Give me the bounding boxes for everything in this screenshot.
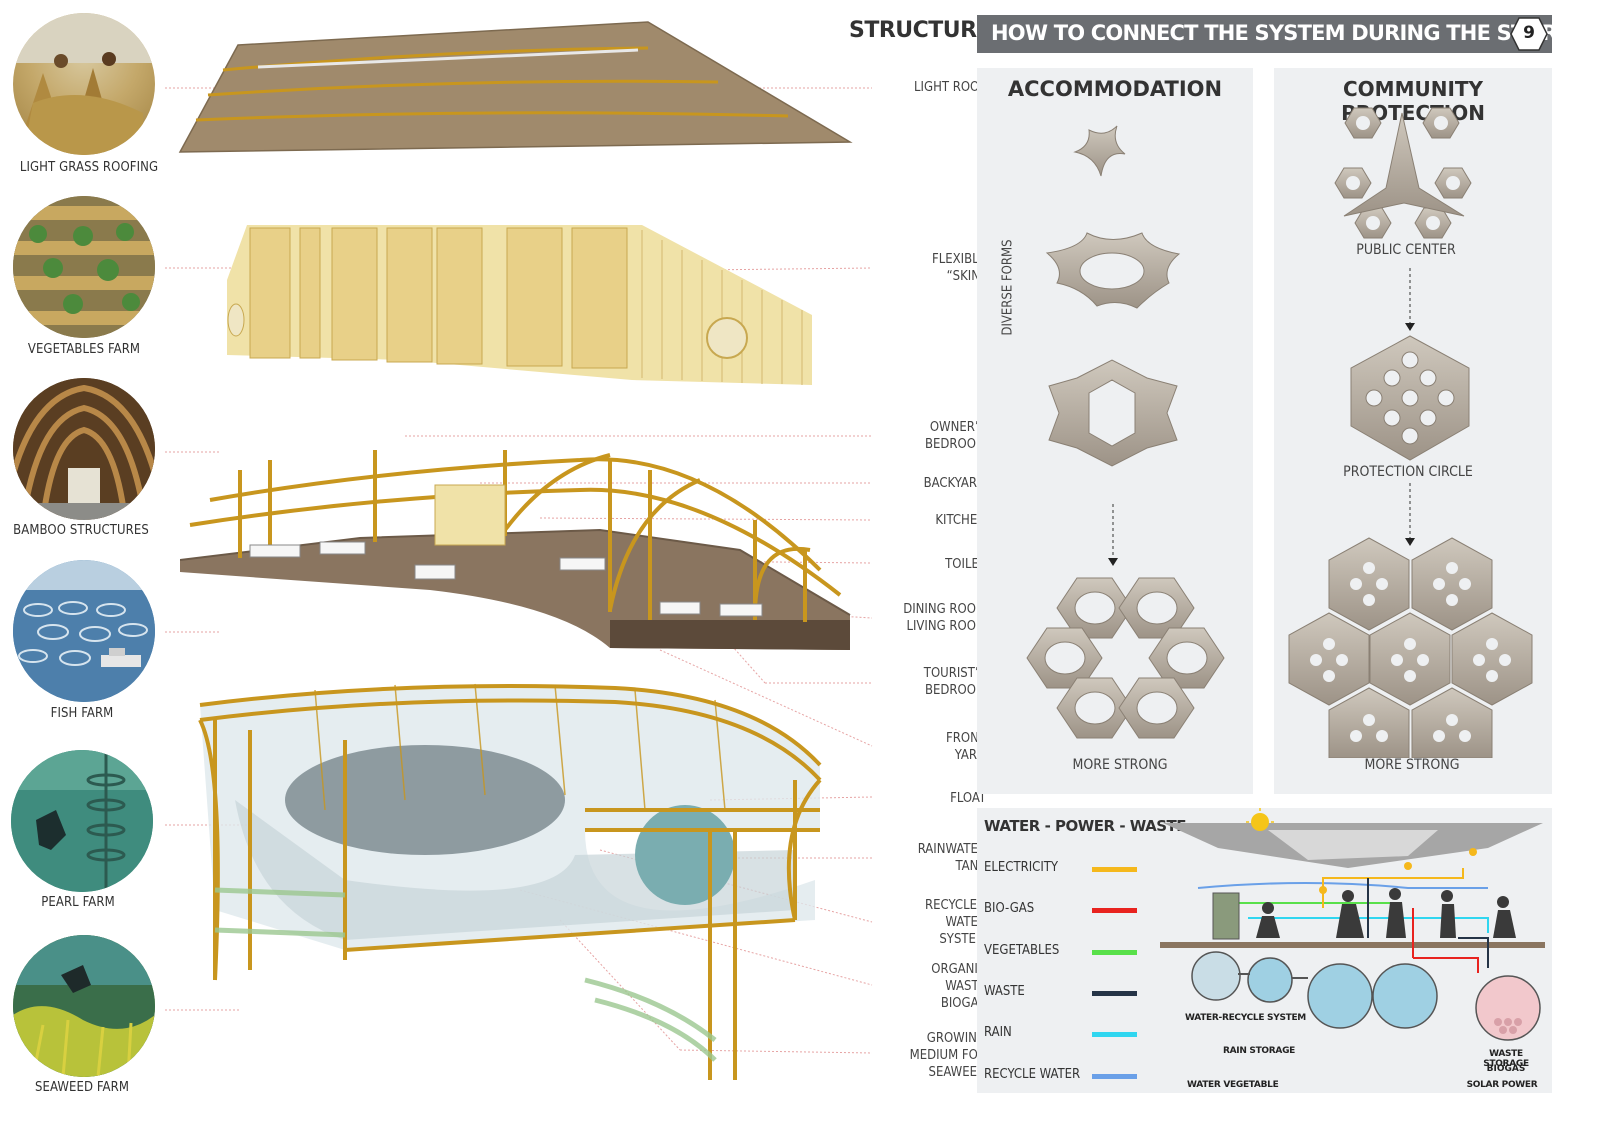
legend-vegetables: VEGETABLES (984, 943, 1154, 963)
label-rainwater-tank: RAINWATER TANK (917, 842, 986, 874)
label-bamboo-structures: BAMBOO STRUCTURES (13, 523, 149, 538)
legend-waste-label: WASTE (984, 984, 1025, 999)
label-flexible-skin: FLEXIBLE “SKIN” (931, 252, 986, 284)
protection-circle-label: PROTECTION CIRCLE (1343, 464, 1473, 480)
label-pearl-farm: PEARL FARM (41, 895, 115, 910)
label-backyard: BACKYARD (923, 476, 986, 491)
legend-electricity-label: ELECTRICITY (984, 860, 1059, 875)
legend-vegetables-line (1092, 950, 1137, 955)
legend-rain: RAIN (984, 1025, 1154, 1045)
solar-power-label: SOLAR POWER (1466, 1080, 1538, 1090)
label-dining-living-room: DINING ROOM LIVING ROOM (903, 602, 986, 634)
label-light-roof: LIGHT ROOF (914, 80, 986, 95)
legend-waste-line (1092, 991, 1137, 996)
label-owners-bedroom: OWNER’S BEDROOM (924, 420, 986, 452)
legend-vegetables-label: VEGETABLES (984, 943, 1060, 958)
wpw-section-diagram (1160, 808, 1545, 1041)
water-recycle-system-label: WATER-RECYCLE SYSTEM (1185, 1013, 1306, 1023)
float-structure-drawing (198, 683, 822, 1080)
label-toilet: TOILET (945, 557, 986, 572)
water-vegetable-label: WATER VEGETABLE (1187, 1080, 1279, 1090)
legend-rain-line (1092, 1032, 1137, 1037)
component-labels: LIGHT ROOF FLEXIBLE “SKIN” OWNER’S BEDRO… (860, 0, 986, 1130)
waste-storage-label: WASTE STORAGE (1483, 1049, 1529, 1069)
photo-vegetables-farm (13, 196, 155, 338)
label-vegetables-farm: VEGETABLES FARM (27, 342, 141, 357)
legend-electricity-line (1092, 867, 1137, 872)
legend-biogas-label: BIO-GAS (984, 901, 1035, 916)
accommodation-shapes (1026, 125, 1225, 739)
photo-light-grass-roofing (13, 13, 155, 155)
photo-bamboo-structures (13, 378, 155, 520)
label-growing-medium-seaweed: GROWING MEDIUM FOR SEAWEED (909, 1031, 986, 1080)
rain-storage-label: RAIN STORAGE (1223, 1046, 1296, 1056)
label-float: FLOAT (950, 791, 986, 806)
light-roof-drawing (178, 21, 853, 153)
flexible-skin-drawing (227, 225, 812, 385)
header-question: HOW TO CONNECT THE SYSTEM DURING THE STO… (991, 21, 1596, 45)
accommodation-more-strong: MORE STRONG (1072, 757, 1168, 773)
legend-biogas: BIO-GAS (984, 901, 1154, 921)
photo-fish-farm (13, 560, 155, 702)
public-center-label: PUBLIC CENTER (1356, 242, 1456, 258)
sun-icon (1251, 813, 1269, 831)
vegetable-shelf-icon (1212, 892, 1240, 940)
wpw-title: WATER - POWER - WASTE (984, 817, 1187, 835)
label-light-grass-roofing: LIGHT GRASS ROOFING (19, 160, 159, 175)
label-fish-farm: FISH FARM (50, 706, 114, 721)
label-organic-waste-biogas: ORGANIC WASTE BIOGAS (931, 962, 986, 1011)
photo-seaweed-farm (13, 935, 155, 1077)
legend-recycle-water-label: RECYCLE WATER (984, 1067, 1081, 1082)
photo-pearl-farm (11, 750, 153, 892)
bamboo-structure-drawing (180, 450, 851, 650)
legend-recycle-water: RECYCLE WATER (984, 1067, 1154, 1087)
legend-rain-label: RAIN (984, 1025, 1012, 1040)
community-more-strong: MORE STRONG (1364, 757, 1460, 773)
page-number-badge (1510, 17, 1548, 51)
legend-recycle-water-line (1092, 1074, 1137, 1079)
legend-biogas-line (1092, 908, 1137, 913)
label-seaweed-farm: SEAWEED FARM (34, 1080, 130, 1095)
label-tourists-bedroom: TOURIST’S BEDROOM (923, 666, 986, 698)
label-recycled-water-system: RECYCLED WATER SYSTEM (925, 898, 986, 947)
header-bar: HOW TO CONNECT THE SYSTEM DURING THE STO… (977, 15, 1596, 53)
legend-electricity: ELECTRICITY (984, 860, 1154, 880)
wpw-panel (977, 808, 1552, 1093)
biogas-label: BIOGAS (1486, 1064, 1526, 1074)
community-shapes (1288, 107, 1533, 758)
structure-title: STRUCTURE (849, 18, 992, 43)
accommodation-title: ACCOMMODATION (1007, 77, 1223, 101)
legend-waste: WASTE (984, 984, 1154, 1004)
page-number: 9 (1523, 23, 1535, 43)
label-kitchen: KITCHEN (935, 513, 986, 528)
